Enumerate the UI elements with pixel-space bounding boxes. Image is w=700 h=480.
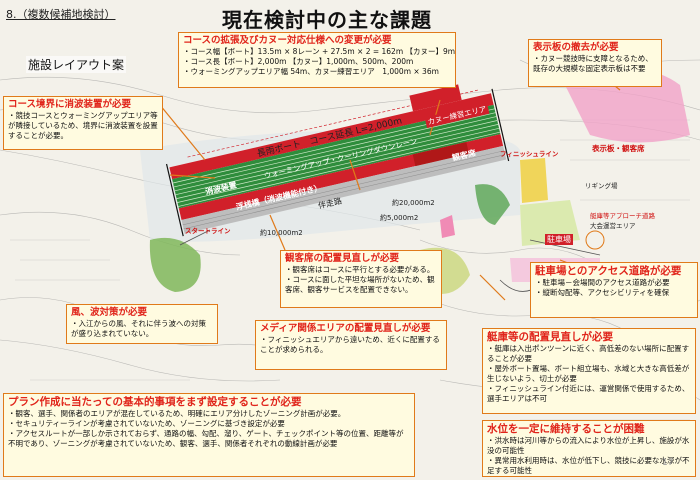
callout-title: 駐車場とのアクセス道路が必要 xyxy=(535,265,682,277)
callout-line: ・観客、選手、関係者のエリアが混在しているため、明確にエリア分けしたゾーニング計… xyxy=(8,409,346,418)
callout-boundary: コース境界に消波装置が必要 ・競技コースとウォーミングアップエリア等が隣接してい… xyxy=(3,96,163,150)
callout-title: コースの拡張及びカヌー対応仕様への変更が必要 xyxy=(183,35,392,46)
callout-line: ・競技コースとウォーミングアップエリア等が隣接しているため、境界に消波装置を設置… xyxy=(8,111,158,140)
callout-line: ・フィニッシュエリアから遠いため、近くに配置することが求められる。 xyxy=(260,335,440,354)
map-label-area-1: 約20,000m2 xyxy=(392,199,435,207)
page-title: 現在検討中の主な課題 xyxy=(222,8,432,32)
section-label: 8.（複数候補地検討） xyxy=(6,8,116,21)
callout-line: ・ウォーミングアップエリア幅 54m、カヌー練習エリア 1,000m × 36m xyxy=(183,67,439,76)
callout-line: ・異常用水利用時は、水位が低下し、競技に必要な水深が不足する可能性 xyxy=(487,456,690,475)
map-label-display-board: 表示板・観客席 xyxy=(592,144,645,153)
callout-line: ・アクセスルートが一部しか示されておらず、通路の幅、勾配、溜り、ゲート、チェック… xyxy=(8,429,404,448)
callout-title: 観客席の配置見直しが必要 xyxy=(285,253,400,264)
map-label-area-2: 約5,000m2 xyxy=(380,214,419,222)
callout-line: ・駐車場－会場間のアクセス道路が必要 xyxy=(535,278,670,287)
callout-line: ・カヌー競技時に支障となるため、既存の大規模な固定表示板は不要 xyxy=(533,54,653,73)
callout-title: 水位を一定に維持することが困難 xyxy=(487,423,645,435)
callout-line: ・観客席はコースに平行とする必要がある。 xyxy=(285,265,435,274)
callout-line: ・入江からの風、それに伴う波への対策が盛り込まれていない。 xyxy=(71,319,206,338)
callout-line: ・フィニッシュライン付近には、運営関係で使用するため、選手エリアは不可 xyxy=(487,384,690,403)
callout-line: ・コース幅【ボート】13.5m × 8レーン + 27.5m × 2 = 162… xyxy=(183,47,456,56)
callout-course-spec: コースの拡張及びカヌー対応仕様への変更が必要 ・コース幅【ボート】13.5m ×… xyxy=(178,32,456,88)
callout-line: ・コースに面した平坦な場所がないため、観客席、観客サービスを配置できない。 xyxy=(285,275,435,294)
callout-parking: 駐車場とのアクセス道路が必要 ・駐車場－会場間のアクセス道路が必要 ・縦断勾配等… xyxy=(530,262,698,318)
map-label-start-line: スタートライン xyxy=(185,227,231,235)
callout-boathouse: 艇庫等の配置見直しが必要 ・艇庫は入出ポンツーンに近く、高低差のない場所に配置す… xyxy=(482,328,696,414)
map-label-rigging: リギング場 xyxy=(585,182,618,190)
map-label-admin-area: 大会運営エリア xyxy=(590,222,636,230)
callout-line: ・コース長【ボート】2,000m 【カヌー】1,000m、500m、200m xyxy=(183,57,414,66)
map-label-parking: 駐車場 xyxy=(545,234,573,245)
callout-title: 表示板の撤去が必要 xyxy=(533,42,619,53)
callout-line: ・縦断勾配等、アクセシビリティを確保 xyxy=(535,288,670,297)
map-label-boathouse-approach: 艇庫等アプローチ道路 xyxy=(590,212,655,220)
callout-title: 風、波対策が必要 xyxy=(71,307,148,318)
callout-title: 艇庫等の配置見直しが必要 xyxy=(487,331,613,343)
callout-spectator: 観客席の配置見直しが必要 ・観客席はコースに平行とする必要がある。 ・コースに面… xyxy=(280,250,442,308)
layout-label: 施設レイアウト案 xyxy=(26,56,127,73)
map-label-area-3: 約10,000m2 xyxy=(260,229,303,237)
callout-scoreboard: 表示板の撤去が必要 ・カヌー競技時に支障となるため、既存の大規模な固定表示板は不… xyxy=(528,39,662,87)
callout-line: ・屋外ボート置場、ボート組立場も、水域と大きな高低差が生じないよう、切土が必要 xyxy=(487,364,690,383)
page-number: 17 xyxy=(662,458,674,468)
callout-water-level: 水位を一定に維持することが困難 ・洪水時は河川等からの流入により水位が上昇し、施… xyxy=(482,420,696,477)
callout-title: メディア関係エリアの配置見直しが必要 xyxy=(260,323,431,334)
callout-wind: 風、波対策が必要 ・入江からの風、それに伴う波への対策が盛り込まれていない。 xyxy=(66,304,218,344)
callout-line: ・セキュリティーラインが考慮されていないため、ゾーニングに基づき設定が必要 xyxy=(8,419,285,428)
callout-line: ・艇庫は入出ポンツーンに近く、高低差のない場所に配置することが必要 xyxy=(487,344,690,363)
callout-media: メディア関係エリアの配置見直しが必要 ・フィニッシュエリアから遠いため、近くに配… xyxy=(255,320,447,370)
map-label-finish-line: フィニッシュライン xyxy=(500,150,559,158)
callout-line: ・洪水時は河川等からの流入により水位が上昇し、施設が水没の可能性 xyxy=(487,436,690,455)
callout-title: コース境界に消波装置が必要 xyxy=(8,99,132,110)
callout-plan: プラン作成に当たっての基本的事項をまず設定することが必要 ・観客、選手、関係者の… xyxy=(3,393,415,477)
callout-title: プラン作成に当たっての基本的事項をまず設定することが必要 xyxy=(8,396,302,408)
